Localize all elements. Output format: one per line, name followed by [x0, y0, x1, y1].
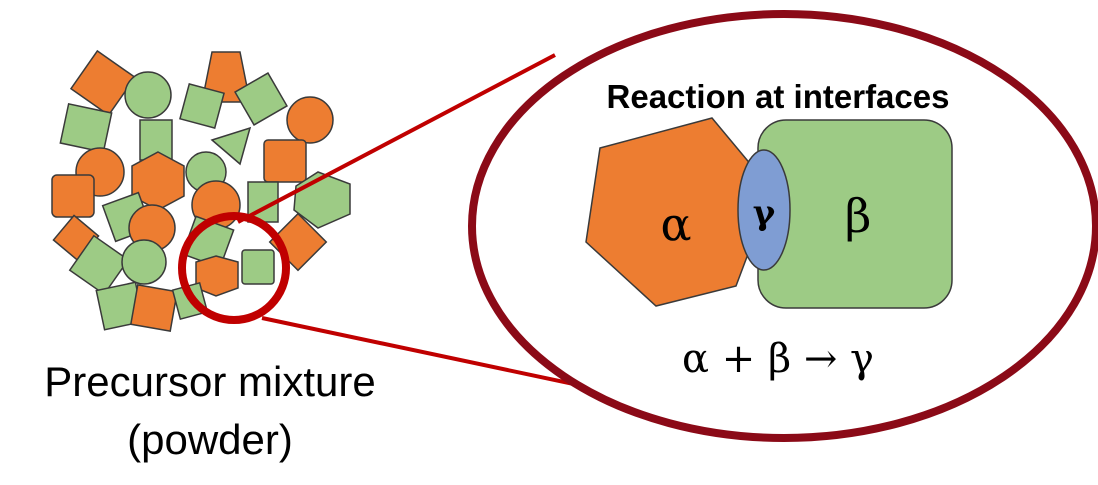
- green-square-particle: [59, 102, 113, 154]
- green-square-particle: [179, 83, 225, 129]
- orange-square-particle: [69, 49, 137, 117]
- orange-square-particle: [263, 139, 307, 183]
- zoom-line-top: [237, 53, 556, 224]
- green-square-particle: [241, 249, 275, 285]
- green-square-particle: [234, 72, 288, 126]
- mixture-caption-line2: (powder): [127, 416, 293, 463]
- mixture-caption-line1: Precursor mixture: [44, 358, 376, 405]
- powder-particles: [51, 49, 351, 333]
- alpha-particle: [585, 117, 773, 307]
- orange-square-particle: [129, 283, 179, 333]
- orange-square-particle: [51, 174, 95, 218]
- green-triangle-particle: [210, 126, 252, 166]
- beta-label: β: [845, 189, 872, 243]
- orange-circle-particle: [286, 96, 334, 144]
- alpha-label: α: [660, 197, 691, 251]
- green-square-particle: [68, 234, 130, 296]
- highlight-circle: [178, 212, 290, 324]
- gamma-label: γ: [753, 193, 776, 233]
- zoom-title: Reaction at interfaces: [607, 78, 950, 115]
- gamma-interface: [737, 149, 791, 271]
- orange-hexagon-particle: [195, 255, 239, 297]
- green-circle-particle: [124, 71, 172, 119]
- reaction-equation: α + β → γ: [682, 336, 874, 382]
- green-circle-particle: [121, 239, 167, 285]
